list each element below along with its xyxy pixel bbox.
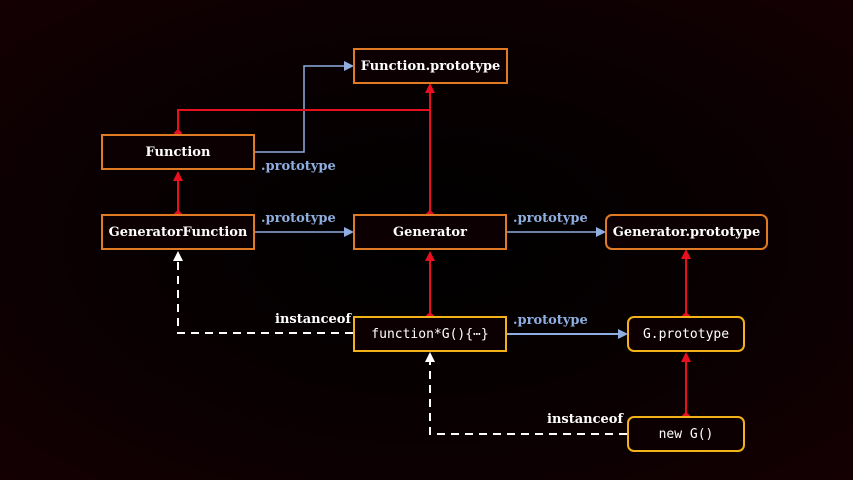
label-genfunc-prototype: .prototype <box>261 211 336 226</box>
node-g-prototype: G.prototype <box>627 316 745 352</box>
label-generator-prototype: .prototype <box>513 211 588 226</box>
node-generator-fn-declaration: function*G(){⋯} <box>353 316 507 352</box>
node-generator-prototype: Generator.prototype <box>605 214 768 250</box>
node-function: Function <box>101 134 255 170</box>
node-new-g: new G() <box>627 416 745 452</box>
label-generatorfn-instanceof: instanceof <box>275 312 352 327</box>
label-newg-instanceof: instanceof <box>547 412 624 427</box>
label-g-prototype: .prototype <box>513 313 588 328</box>
node-generator: Generator <box>353 214 507 250</box>
edge-newg-instanceof <box>425 352 627 435</box>
label-function-prototype: .prototype <box>261 159 336 174</box>
node-generator-function: GeneratorFunction <box>101 214 255 250</box>
edge-generatorfn-instanceof <box>173 251 353 334</box>
edge-function-inherits <box>177 109 430 133</box>
node-function-prototype: Function.prototype <box>353 48 508 84</box>
